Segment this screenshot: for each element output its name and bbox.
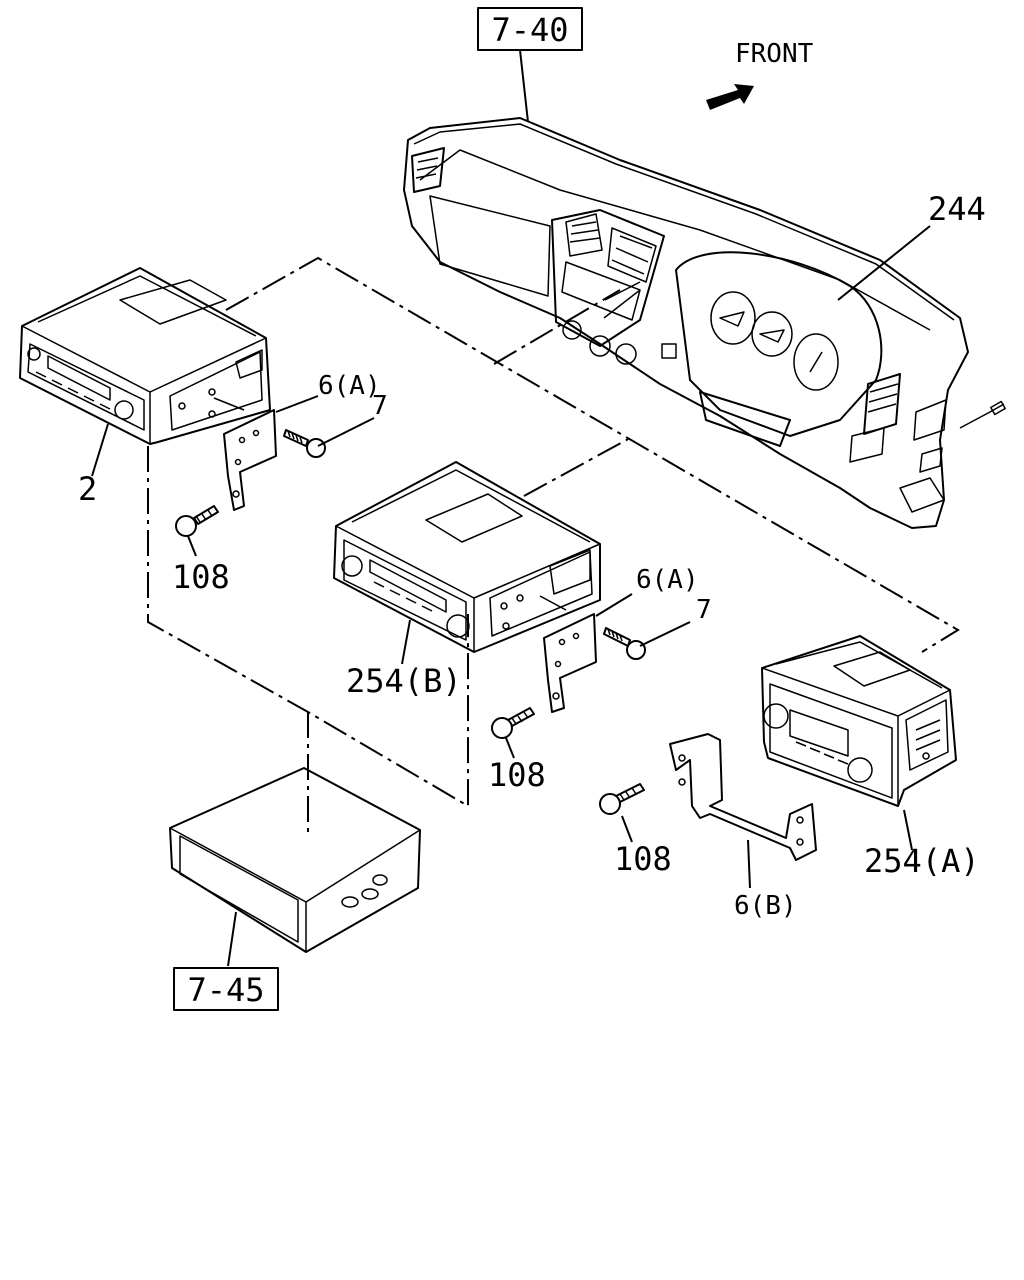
leader-7-1: [317, 417, 375, 447]
front-arrow-icon: [706, 84, 754, 110]
reference-box-7-40[interactable]: 7-40: [477, 7, 583, 51]
leader-6b: [747, 839, 751, 889]
bracket-6a-2: [543, 613, 597, 713]
part-label-254b: 254(B): [346, 662, 462, 700]
ref-label-7-45: 7-45: [187, 971, 264, 1009]
radio-unit-254a: [761, 635, 957, 807]
bracket-6b: [669, 733, 817, 861]
screw-108-2-icon: [491, 707, 535, 739]
leader-254b: [401, 619, 411, 665]
assembly-lines: [147, 256, 960, 832]
instrument-panel: [403, 117, 1006, 529]
connector-254b: [539, 595, 567, 611]
leader-6a-2: [595, 593, 633, 617]
storage-pocket: [169, 767, 421, 953]
leader-6a-1: [275, 395, 319, 413]
leader-108-2: [505, 737, 515, 759]
ref-label-7-40: 7-40: [491, 11, 568, 49]
leader-7-40: [519, 49, 529, 123]
part-label-7-1: 7: [372, 391, 388, 421]
part-label-244: 244: [928, 190, 986, 228]
part-label-108-1: 108: [172, 558, 230, 596]
connector-2: [213, 397, 245, 411]
screw-108-3-icon: [599, 783, 645, 815]
leader-2: [91, 423, 109, 477]
part-label-6a-1: 6(A): [318, 371, 381, 401]
bracket-6a-1: [223, 409, 277, 511]
part-label-108-2: 108: [488, 756, 546, 794]
radio-unit-2: [19, 267, 271, 445]
radio-unit-254b: [333, 461, 601, 653]
leader-254a: [903, 809, 913, 851]
reference-box-7-45[interactable]: 7-45: [173, 967, 279, 1011]
front-label: FRONT: [735, 39, 814, 69]
part-label-2: 2: [78, 470, 97, 508]
leader-244: [837, 225, 931, 301]
screw-7-1-icon: [283, 429, 326, 458]
screw-7-2-icon: [603, 627, 646, 660]
part-label-7-2: 7: [696, 595, 712, 625]
screw-108-1-icon: [175, 505, 219, 537]
leader-7-45: [227, 911, 237, 967]
leader-108-3: [621, 815, 633, 843]
leader-7-2: [639, 621, 691, 647]
part-label-6a-2: 6(A): [636, 565, 699, 595]
part-label-254a: 254(A): [864, 842, 980, 880]
leader-108-1: [187, 535, 197, 557]
part-label-108-3: 108: [614, 840, 672, 878]
part-label-6b: 6(B): [734, 891, 797, 921]
